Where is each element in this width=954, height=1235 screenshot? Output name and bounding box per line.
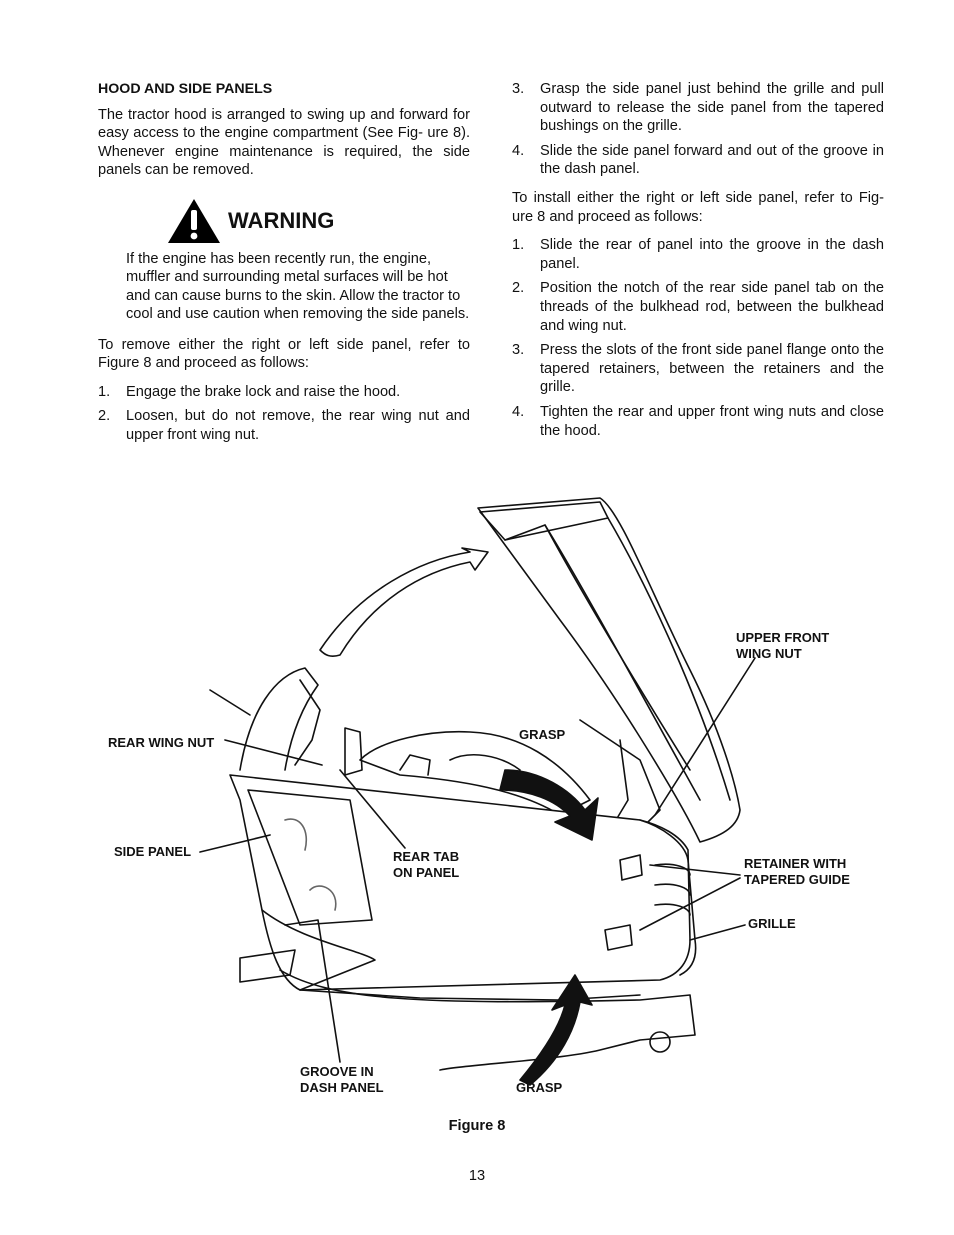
engine	[359, 730, 591, 816]
list-item: 1. Slide the rear of panel into the groov…	[512, 236, 884, 273]
page-number: 13	[468, 1168, 486, 1184]
list-item: 1. Engage the brake lock and raise the ho…	[98, 383, 470, 402]
tractor-hood-drawing	[199, 497, 756, 1086]
intro-paragraph: The tractor hood is arranged to swing up…	[98, 106, 470, 179]
step-number: 2.	[512, 280, 525, 297]
list-item: 2. Position the notch of the rear side pa…	[512, 279, 884, 335]
step-number: 4.	[512, 142, 525, 159]
grille	[639, 819, 697, 976]
step-text: Press the slots of the front side panel …	[540, 342, 884, 396]
step-text: Engage the brake lock and raise the hood…	[126, 383, 401, 400]
label-side-panel: SIDE PANEL	[114, 844, 192, 859]
figure-caption: Figure 8	[448, 1118, 506, 1134]
warning-text: If the engine has been recently run, the…	[126, 250, 470, 323]
leader-rear-tab	[339, 769, 406, 849]
side-panel	[229, 774, 691, 991]
install-intro: To install either the right or left side…	[512, 189, 884, 225]
step-number: 2.	[98, 408, 111, 425]
label-rear-tab: REAR TAB ON PANEL	[393, 849, 460, 880]
step-number: 1.	[98, 383, 111, 400]
label-retainer: RETAINER WITH TAPERED GUIDE	[744, 856, 850, 887]
step-text: Position the notch of the rear side pane…	[540, 280, 884, 334]
leader-retainer	[639, 864, 741, 931]
label-upper-front-wing-nut: UPPER FRONT WING NUT	[736, 630, 830, 661]
step-number: 3.	[512, 81, 525, 97]
label-grasp-top: GRASP	[519, 727, 566, 742]
hood-swing-arrow	[319, 547, 489, 657]
step-number: 3.	[512, 342, 525, 359]
list-item: 3. Press the slots of the front side pane…	[512, 341, 884, 397]
leader-side-panel	[199, 834, 271, 853]
label-grille: GRILLE	[748, 916, 796, 931]
label-rear-wing-nut: REAR WING NUT	[108, 735, 215, 750]
warning-header: WARNING	[166, 194, 470, 248]
left-column: HOOD AND SIDE PANELS The tractor hood is…	[98, 80, 470, 455]
step-text: Slide the rear of panel into the groove …	[540, 237, 884, 272]
list-item: 4. Tighten the rear and upper front wing …	[512, 403, 884, 440]
grasp-arrow-bottom	[519, 974, 593, 1086]
remove-intro: To remove either the right or left side …	[98, 336, 470, 372]
list-item: 4. Slide the side panel forward and out o…	[512, 142, 884, 179]
section-heading: HOOD AND SIDE PANELS	[98, 81, 273, 97]
leader-rear-wing-nut	[224, 739, 323, 766]
retainer-bottom	[604, 924, 633, 951]
figure-8-illustration: UPPER FRONT WING NUT REAR WING NUT GRASP…	[0, 470, 954, 1120]
list-item: 3. Grasp the side panel just behind the g…	[512, 80, 884, 136]
remove-steps-continued: 3. Grasp the side panel just behind the g…	[512, 80, 884, 179]
step-text: Loosen, but do not remove, the rear wing…	[126, 408, 470, 443]
step-text: Grasp the side panel just behind the gri…	[540, 81, 884, 135]
install-steps: 1. Slide the rear of panel into the groov…	[512, 236, 884, 440]
rear-dash	[239, 667, 319, 771]
label-groove: GROOVE IN DASH PANEL	[300, 1064, 384, 1095]
step-number: 1.	[512, 237, 525, 254]
raised-hood	[477, 497, 741, 843]
list-item: 2. Loosen, but do not remove, the rear wi…	[98, 407, 470, 444]
step-number: 4.	[512, 403, 525, 420]
step-text: Slide the side panel forward and out of …	[540, 142, 884, 178]
leader-upper-front-wing-nut	[654, 657, 756, 816]
retainer-top	[619, 854, 643, 881]
leader-groove	[284, 919, 341, 1063]
right-column: 3. Grasp the side panel just behind the g…	[512, 80, 884, 450]
warning-box: WARNING If the engine has been recently …	[126, 194, 470, 324]
warning-title: WARNING	[228, 207, 335, 233]
remove-steps: 1. Engage the brake lock and raise the ho…	[98, 383, 470, 445]
grasp-arrow-top	[499, 769, 599, 841]
step-text: Tighten the rear and upper front wing nu…	[540, 403, 884, 439]
warning-triangle-icon	[168, 198, 220, 243]
label-grasp-bottom: GRASP	[516, 1080, 563, 1095]
leader-grille	[689, 924, 746, 941]
